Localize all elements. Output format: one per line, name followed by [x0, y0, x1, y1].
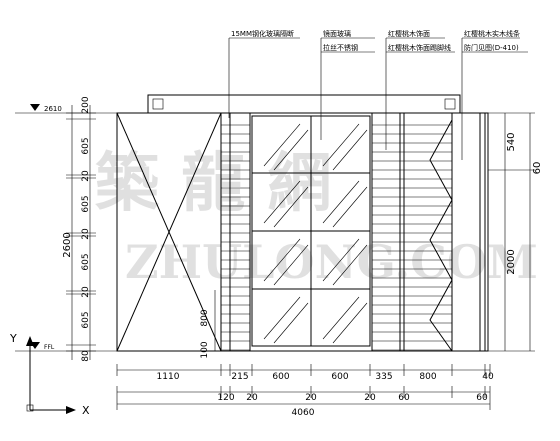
dim-left-605b: 605: [81, 195, 91, 212]
dim-left-605c: 605: [81, 253, 91, 270]
label-mirror-glass: 镜面玻璃: [323, 29, 351, 38]
dim-left-605a: 605: [81, 137, 91, 154]
dim-total-width: 4060: [292, 408, 315, 418]
header-beam: [147, 94, 461, 114]
glass-hatching: [263, 123, 368, 344]
dim-left-200: 200: [81, 96, 91, 113]
watermark-en: ZHULONG.COM: [125, 235, 538, 289]
label-tempered-glass: 15MM钢化玻璃隔断: [231, 29, 294, 38]
door-section: [403, 113, 486, 352]
dim-left-80: 80: [81, 350, 91, 362]
dim-b-215: 215: [231, 372, 248, 382]
dim-b-800: 800: [419, 372, 436, 382]
label-cherry-moulding: 红樱桃木实木线条: [464, 29, 520, 38]
ucs-axes-icon: Y X: [9, 332, 90, 417]
dim-left-20b: 20: [81, 228, 91, 240]
bottom-dimensions: 1110 215 600 600 335 800 40 120 20 20 20…: [116, 364, 494, 418]
dim-b-335: 335: [375, 372, 392, 382]
label-cherry-veneer: 红樱桃木饰面: [388, 29, 430, 38]
dim-right-2000: 2000: [506, 249, 517, 274]
dim-left-20c: 20: [81, 286, 91, 298]
dim-b-600a: 600: [272, 372, 289, 382]
dim-left-20a: 20: [81, 170, 91, 182]
header-right-block: [444, 98, 456, 110]
dim-inner-800: 800: [200, 309, 210, 326]
glass-partition: [251, 115, 371, 347]
axis-x-label: X: [82, 404, 90, 417]
right-dimensions: 540 60 2000: [488, 112, 543, 352]
left-slat-strip: [221, 113, 251, 351]
watermark: 築 龍 網 ZHULONG.COM: [95, 146, 538, 289]
dim-b-40: 40: [482, 372, 494, 382]
dim-left-605d: 605: [81, 311, 91, 328]
label-cherry-skirting: 红樱桃木饰面踢脚线: [388, 43, 451, 52]
elevation-outline: [116, 112, 489, 352]
dim-b-120: 120: [217, 393, 234, 403]
dim-b-20b: 20: [305, 393, 317, 403]
right-slat-strip: [371, 113, 404, 351]
left-dimensions: 2600 200 605 20 605 20 605 20 605 80: [62, 96, 96, 362]
dim-b-60a: 60: [398, 393, 410, 403]
dim-b-600b: 600: [331, 372, 348, 382]
axis-y-label: Y: [9, 332, 17, 345]
label-door-ref: 防门见图(D-410): [464, 43, 519, 52]
dim-b-20c: 20: [364, 393, 376, 403]
dim-right-60: 60: [532, 162, 543, 175]
dim-height-total: 2600: [62, 232, 73, 257]
dim-b-60b: 60: [476, 393, 488, 403]
watermark-cn: 築 龍 網: [95, 146, 332, 221]
dim-inner-100: 100: [200, 341, 210, 358]
level-markers: 2610 FFL: [15, 104, 117, 352]
label-brushed-steel: 拉丝不锈钢: [323, 43, 358, 52]
cross-panel: [116, 112, 222, 352]
dim-b-1110: 1110: [157, 372, 180, 382]
inner-dimensions: 800 100: [200, 290, 216, 359]
callouts: 15MM钢化玻璃隔断 镜面玻璃 拉丝不锈钢 红樱桃木饰面 红樱桃木饰面踢脚线 红…: [228, 29, 528, 160]
dim-right-540: 540: [506, 132, 517, 151]
dim-b-20a: 20: [246, 393, 258, 403]
level-floor: FFL: [44, 344, 55, 351]
header-left-block: [152, 98, 164, 110]
level-top: 2610: [44, 105, 62, 113]
